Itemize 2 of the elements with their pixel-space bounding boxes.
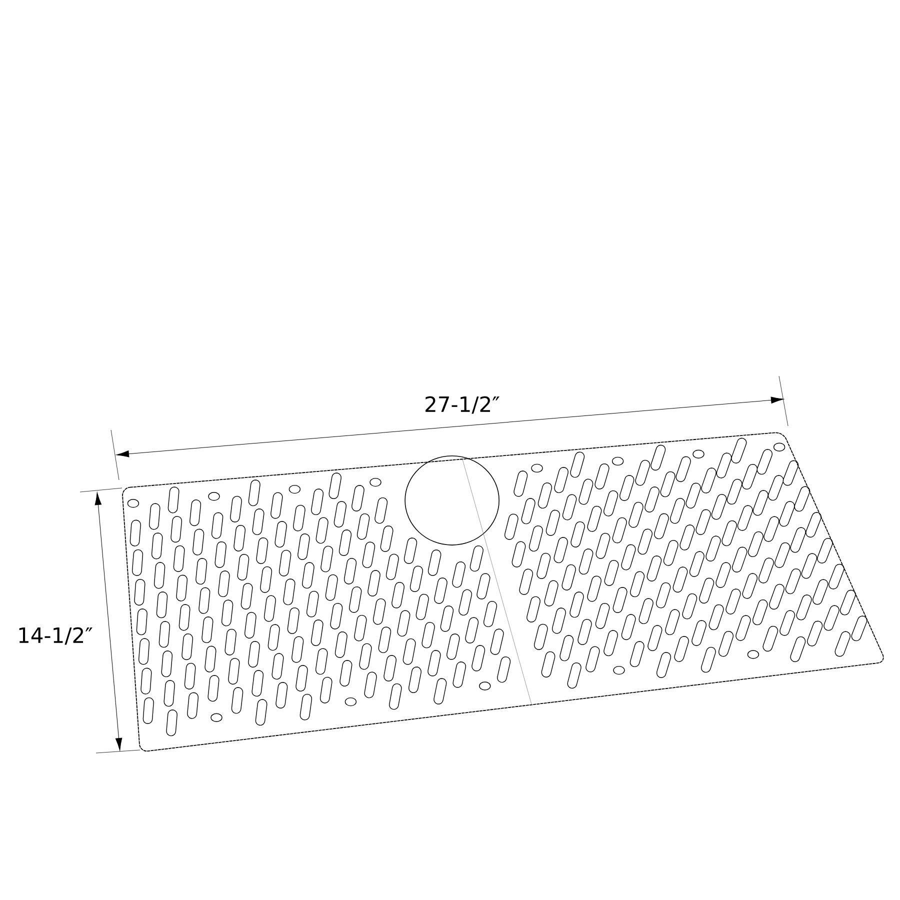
- dimension-label: 27-1/2″: [426, 396, 500, 414]
- dimension-label: 14-1/2″: [19, 627, 92, 645]
